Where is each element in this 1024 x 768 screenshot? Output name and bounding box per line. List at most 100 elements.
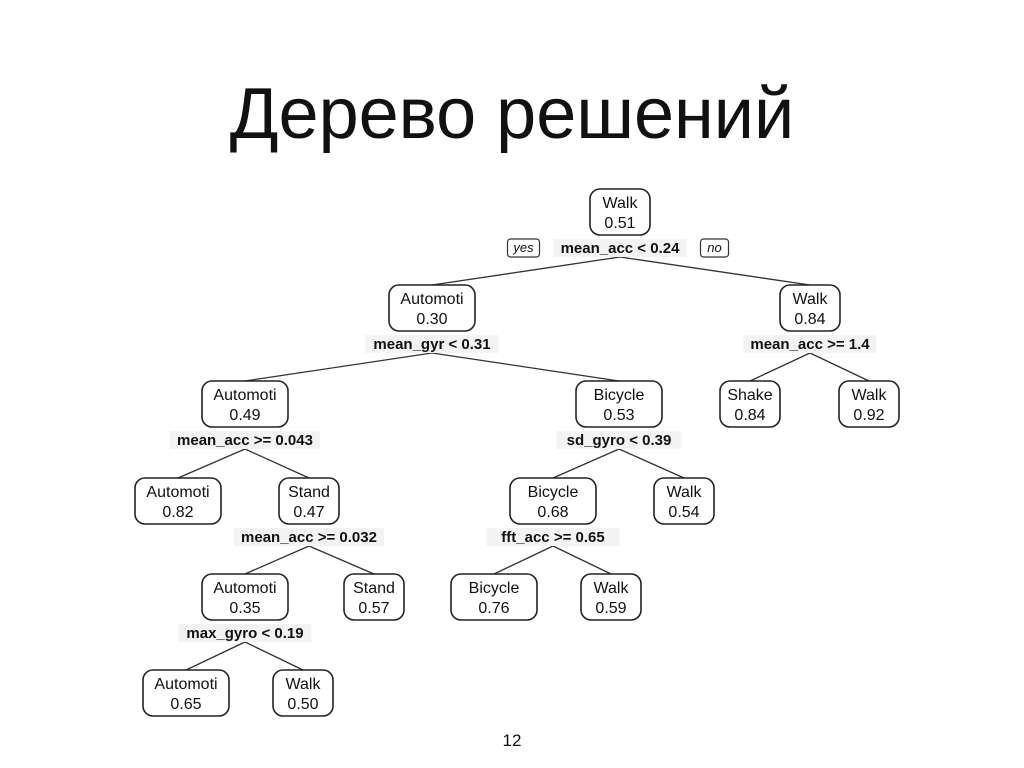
tree-node-label: Automoti bbox=[213, 387, 276, 404]
tree-node-label: Stand bbox=[288, 484, 330, 501]
tree-node-value: 0.53 bbox=[603, 407, 634, 424]
tree-node: Automoti 0.30 bbox=[388, 284, 476, 332]
tree-node-label: Automoti bbox=[213, 580, 276, 597]
tree-node: Walk 0.54 bbox=[653, 477, 715, 525]
tree-node-box bbox=[278, 477, 340, 525]
split-label: mean_acc >= 0.043 bbox=[177, 432, 313, 449]
tree-node-value: 0.76 bbox=[478, 600, 509, 617]
tree-node-box bbox=[388, 284, 476, 332]
tree-node: Stand 0.47 bbox=[278, 477, 340, 525]
split-label-bg bbox=[743, 335, 877, 353]
tree-node-box bbox=[201, 573, 289, 621]
page-number: 12 bbox=[502, 731, 522, 750]
tree-edge bbox=[244, 641, 304, 671]
tree-node-label: Walk bbox=[793, 291, 829, 308]
tree-node-box bbox=[272, 669, 334, 717]
tree-edge bbox=[244, 545, 310, 575]
tree-node-box bbox=[779, 284, 841, 332]
split-label: fft_acc >= 0.65 bbox=[501, 529, 604, 546]
split-label-bg bbox=[486, 528, 620, 546]
tree-node-value: 0.82 bbox=[162, 504, 193, 521]
split-label: max_gyro < 0.19 bbox=[186, 625, 303, 642]
no-tag-box bbox=[699, 238, 730, 258]
slide-title: Дерево решений bbox=[229, 74, 795, 154]
tree-node-value: 0.30 bbox=[416, 311, 447, 328]
tree-node-label: Shake bbox=[727, 387, 772, 404]
tree-node: Shake 0.84 bbox=[719, 380, 781, 428]
split-label-bg bbox=[556, 431, 682, 449]
tree-node-label: Walk bbox=[852, 387, 888, 404]
split-label-bg bbox=[365, 335, 499, 353]
tree-edge bbox=[619, 256, 811, 286]
tree-node-box bbox=[134, 477, 222, 525]
tree-node-label: Bicycle bbox=[528, 484, 579, 501]
tree-node-box bbox=[450, 573, 538, 621]
tree-node: Bicycle 0.68 bbox=[509, 477, 597, 525]
tree-node-box bbox=[509, 477, 597, 525]
split-label: sd_gyro < 0.39 bbox=[567, 432, 672, 449]
tree-node-value: 0.84 bbox=[794, 311, 825, 328]
tree-edge bbox=[749, 352, 811, 382]
tree-node: Walk 0.92 bbox=[838, 380, 900, 428]
split-label: mean_acc < 0.24 bbox=[561, 240, 681, 257]
tree-node-value: 0.51 bbox=[604, 215, 635, 232]
tree-edge bbox=[493, 545, 554, 575]
tree-edge bbox=[244, 448, 310, 479]
tree-node: Walk 0.84 bbox=[779, 284, 841, 332]
tree-node-label: Automoti bbox=[400, 291, 463, 308]
tree-edge bbox=[244, 352, 433, 382]
tree-node-box bbox=[589, 188, 651, 236]
tree-node-label: Walk bbox=[603, 195, 639, 212]
tree-node-value: 0.50 bbox=[287, 696, 318, 713]
tree-splits: mean_acc < 0.24 mean_gyr < 0.31 mean_acc >… bbox=[169, 239, 877, 642]
tree-node: Walk 0.51 bbox=[589, 188, 651, 236]
tree-node-label: Stand bbox=[353, 580, 395, 597]
tree-node-value: 0.92 bbox=[853, 407, 884, 424]
tree-node-value: 0.54 bbox=[668, 504, 699, 521]
tree-node-label: Bicycle bbox=[469, 580, 520, 597]
tree-node-label: Walk bbox=[594, 580, 630, 597]
tree-edge bbox=[618, 448, 685, 479]
tree-node-value: 0.47 bbox=[293, 504, 324, 521]
tree-node: Walk 0.50 bbox=[272, 669, 334, 717]
tree-node: Bicycle 0.76 bbox=[450, 573, 538, 621]
branch-labels: yes no bbox=[506, 238, 730, 258]
tree-edge bbox=[308, 545, 375, 575]
tree-node-label: Walk bbox=[286, 676, 322, 693]
tree-edge bbox=[431, 256, 621, 286]
split-label: mean_acc >= 0.032 bbox=[241, 529, 377, 546]
split-label: mean_gyr < 0.31 bbox=[373, 336, 490, 353]
split-label-bg bbox=[233, 528, 385, 546]
split-label-bg bbox=[178, 624, 312, 642]
tree-edge bbox=[431, 352, 620, 382]
tree-node-value: 0.68 bbox=[537, 504, 568, 521]
tree-node-label: Automoti bbox=[146, 484, 209, 501]
tree-node-box bbox=[580, 573, 642, 621]
tree-node-value: 0.59 bbox=[595, 600, 626, 617]
tree-edge bbox=[552, 448, 620, 479]
tree-node-value: 0.57 bbox=[358, 600, 389, 617]
yes-tag-box bbox=[506, 238, 541, 258]
split-label: mean_acc >= 1.4 bbox=[750, 336, 870, 353]
tree-node-box bbox=[343, 573, 405, 621]
tree-node-value: 0.84 bbox=[734, 407, 765, 424]
tree-node-box bbox=[653, 477, 715, 525]
yes-tag: yes bbox=[512, 240, 534, 255]
tree-node-label: Walk bbox=[667, 484, 703, 501]
tree-node-box bbox=[575, 380, 663, 428]
tree-nodes: Walk0.51Automoti0.30Walk0.84Automoti0.49… bbox=[134, 188, 900, 717]
no-tag: no bbox=[707, 240, 721, 255]
tree-node: Automoti 0.82 bbox=[134, 477, 222, 525]
tree-node: Stand 0.57 bbox=[343, 573, 405, 621]
tree-node-box bbox=[201, 380, 289, 428]
tree-node-box bbox=[719, 380, 781, 428]
tree-edges bbox=[177, 256, 870, 671]
tree-edge bbox=[185, 641, 246, 671]
split-label-bg bbox=[553, 239, 687, 257]
tree-node-box bbox=[838, 380, 900, 428]
tree-node: Walk 0.59 bbox=[580, 573, 642, 621]
